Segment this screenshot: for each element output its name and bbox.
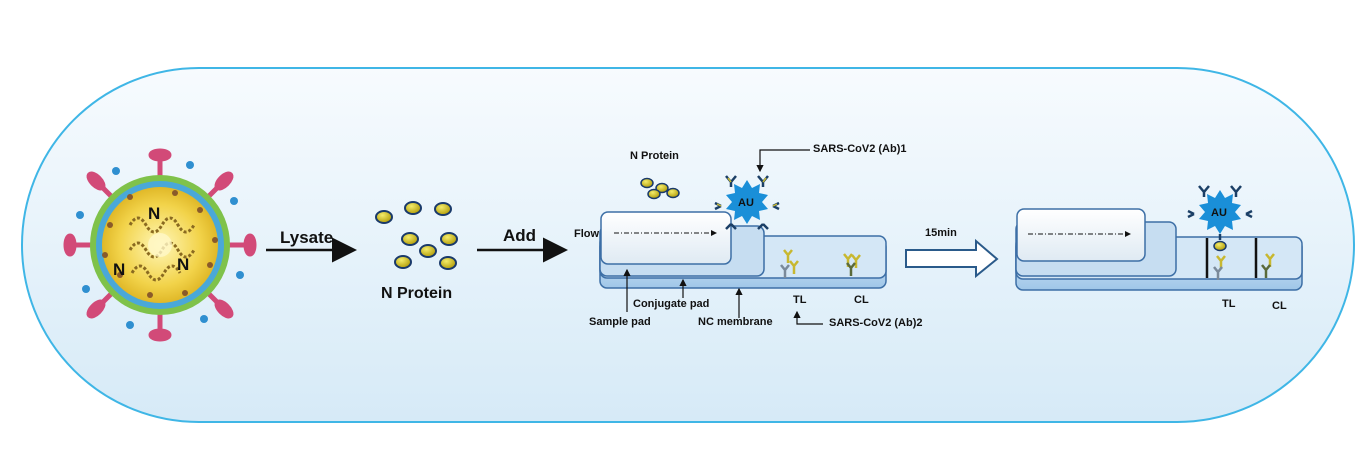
result-cl-antibodies: [1261, 253, 1275, 278]
result-tl-label: TL: [1222, 298, 1236, 310]
ab2-label: SARS-CoV2 (Ab)2: [829, 317, 923, 329]
flow-label: Flow: [574, 228, 600, 240]
conjugate-pad-label: Conjugate pad: [633, 298, 710, 310]
tl-label: TL: [793, 294, 807, 306]
virus-illustration: [63, 148, 257, 342]
result-sample-pad: [1016, 208, 1146, 262]
virus-n-label-1: N: [148, 204, 160, 223]
cl-label: CL: [854, 294, 869, 306]
ab1-label: SARS-CoV2 (Ab)1: [813, 143, 907, 155]
lysate-label: Lysate: [280, 228, 334, 247]
result-cl-label: CL: [1272, 300, 1287, 312]
result-au-nanoparticle: [1187, 185, 1253, 240]
n-protein-particles: [375, 201, 458, 270]
cl-antibodies: [843, 253, 861, 276]
au-nanoparticle: [714, 175, 780, 230]
result-strip: [1015, 208, 1303, 291]
n-protein-small-label: N Protein: [630, 150, 679, 162]
incubation-arrow: [905, 238, 999, 279]
ab2-pointer-line: [793, 310, 823, 325]
add-label: Add: [503, 226, 537, 245]
ab1-pointer-line: [756, 149, 810, 173]
virus-n-label-3: N: [177, 255, 189, 274]
result-tl-antibodies: [1213, 255, 1226, 280]
test-strip: [599, 211, 887, 289]
tl-antibodies: [780, 249, 799, 278]
sample-pad-label: Sample pad: [589, 316, 651, 328]
result-au-label: AU: [1211, 207, 1227, 219]
n-protein-label: N Protein: [381, 285, 452, 302]
sample-pad: [600, 211, 732, 265]
time-label: 15min: [925, 227, 957, 239]
captured-n-protein: [1213, 240, 1227, 252]
nc-membrane-label: NC membrane: [698, 316, 773, 328]
virus-n-label-2: N: [113, 260, 125, 279]
n-protein-particles-small: [640, 177, 680, 200]
au-label: AU: [738, 197, 754, 209]
